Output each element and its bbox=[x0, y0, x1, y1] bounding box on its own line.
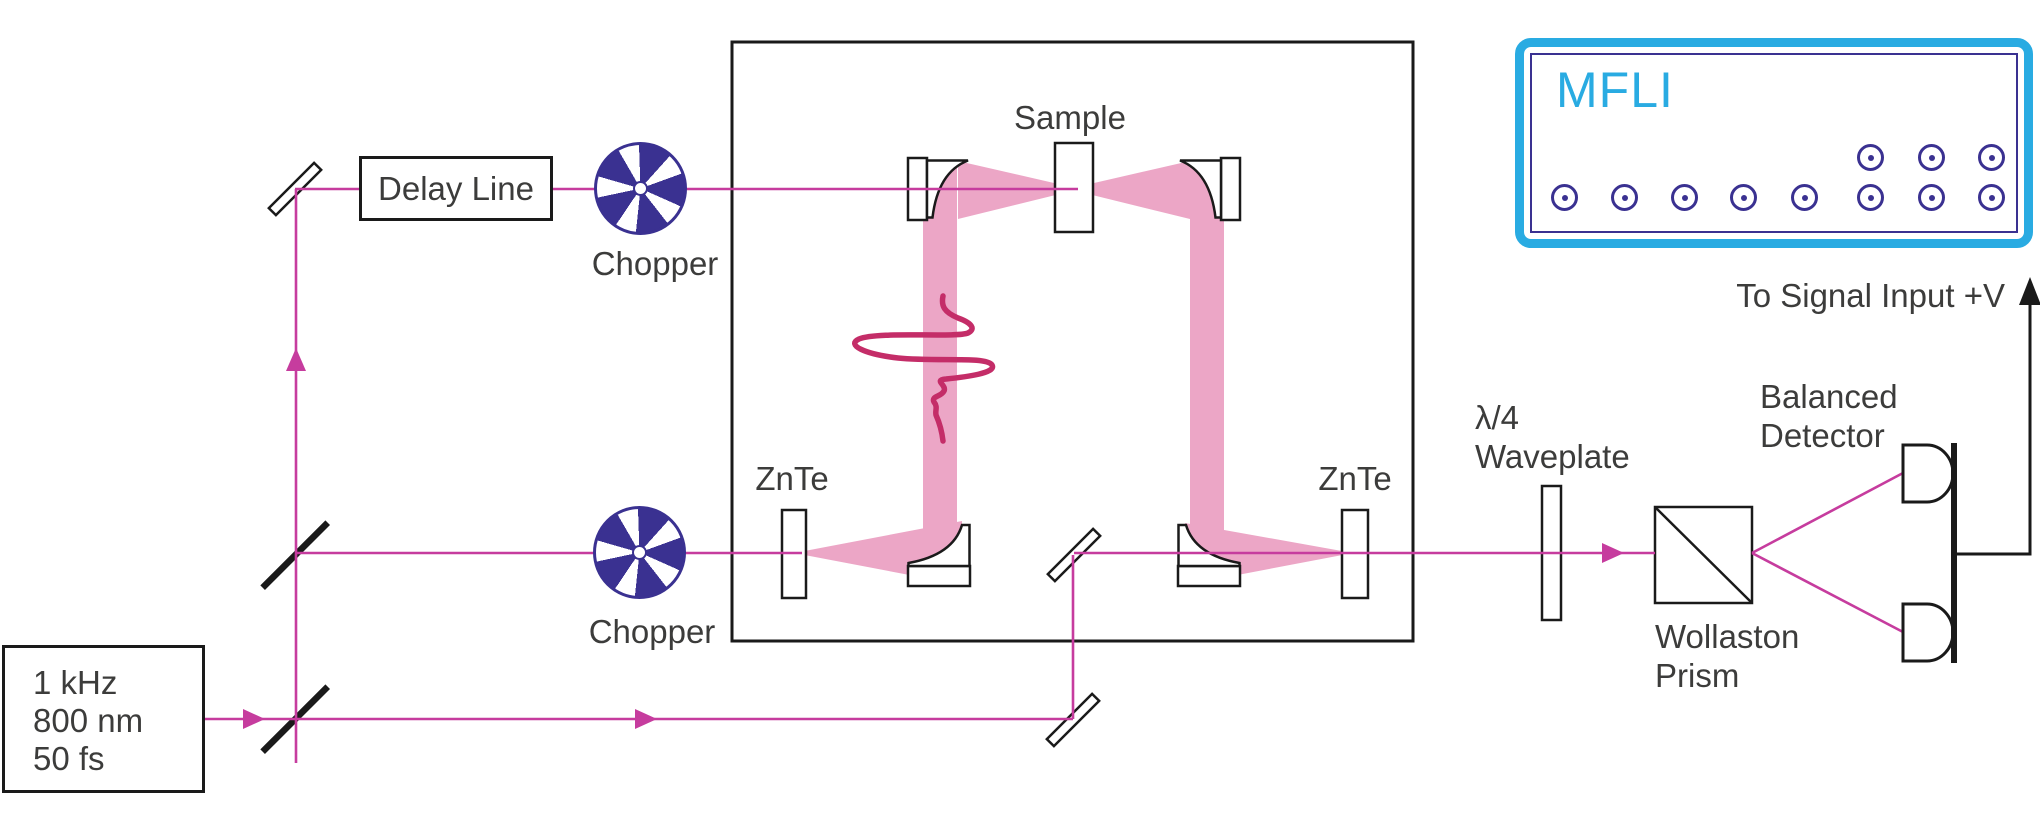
photodiode-upper bbox=[1901, 443, 1955, 504]
bnc-connector-icon bbox=[1978, 184, 2005, 211]
laser-spec-wavelength: 800 nm bbox=[33, 702, 144, 739]
sample-label: Sample bbox=[1014, 99, 1126, 136]
chopper-wheel-top-icon bbox=[594, 142, 687, 235]
parabolic-mirror-bottom-left bbox=[906, 523, 972, 588]
arrow-signal-up bbox=[2019, 277, 2040, 305]
signal-input-label: To Signal Input +V bbox=[1736, 277, 2005, 314]
bnc-connector-icon bbox=[1918, 184, 1945, 211]
arrow-riser-up bbox=[286, 348, 306, 371]
parabolic-mirror-bottom-right bbox=[1176, 523, 1242, 588]
parabolic-mirror-top-right bbox=[1179, 156, 1242, 222]
sample-slab bbox=[1053, 141, 1095, 234]
beam-wollaston-lower bbox=[1751, 551, 1904, 634]
thz-pulse-waveform bbox=[852, 293, 996, 444]
chopper-wheel-bottom-icon bbox=[593, 506, 686, 599]
bnc-connector-icon bbox=[1978, 144, 2005, 171]
laser-source-box: 1 kHz 800 nm 50 fs bbox=[2, 645, 205, 793]
mfli-instrument: MFLI bbox=[1515, 38, 2033, 248]
bnc-connector-icon bbox=[1551, 184, 1578, 211]
arrow-to-wollaston bbox=[1602, 543, 1624, 563]
bnc-connector-icon bbox=[1918, 144, 1945, 171]
arrow-probe-arm bbox=[635, 709, 657, 729]
chopper-bottom-label: Chopper bbox=[588, 613, 716, 650]
znte-detection-label: ZnTe bbox=[1318, 460, 1392, 497]
thz-beam-from-sample-cone bbox=[1068, 161, 1190, 219]
bnc-connector-icon bbox=[1791, 184, 1818, 211]
wollaston-label: Wollaston Prism bbox=[1655, 618, 1800, 694]
bnc-connector-icon bbox=[1730, 184, 1757, 211]
delay-line-label: Delay Line bbox=[378, 169, 534, 207]
laser-beam-paths bbox=[205, 187, 1904, 763]
mfli-title: MFLI bbox=[1556, 62, 1674, 118]
chopper-hub-icon bbox=[632, 545, 647, 560]
detector-mount-bar bbox=[1951, 443, 1957, 663]
thz-beam-right-column bbox=[1190, 166, 1224, 558]
photodiode-lower bbox=[1901, 602, 1955, 663]
chopper-top-label: Chopper bbox=[591, 245, 719, 282]
mfli-front-panel bbox=[1530, 53, 2018, 233]
bnc-connector-icon bbox=[1857, 184, 1884, 211]
laser-spec-rate: 1 kHz bbox=[33, 664, 118, 701]
signal-wire bbox=[1957, 277, 2040, 556]
bnc-connector-icon bbox=[1671, 184, 1698, 211]
chopper-hub-icon bbox=[633, 181, 648, 196]
beam-wollaston-upper bbox=[1751, 471, 1904, 555]
arrow-laser-output bbox=[243, 709, 265, 729]
waveplate-label: λ/4 Waveplate bbox=[1475, 399, 1630, 475]
laser-spec-duration: 50 fs bbox=[33, 740, 105, 777]
balanced-detector bbox=[1901, 443, 1957, 663]
balanced-detector-label: Balanced Detector bbox=[1760, 378, 1898, 454]
znte-generation-label: ZnTe bbox=[755, 460, 829, 497]
bnc-connector-icon bbox=[1857, 144, 1884, 171]
delay-line-box: Delay Line bbox=[359, 156, 553, 221]
wollaston-prism bbox=[1653, 505, 1754, 605]
signal-wire-line bbox=[1957, 300, 2032, 556]
bnc-connector-icon bbox=[1611, 184, 1638, 211]
